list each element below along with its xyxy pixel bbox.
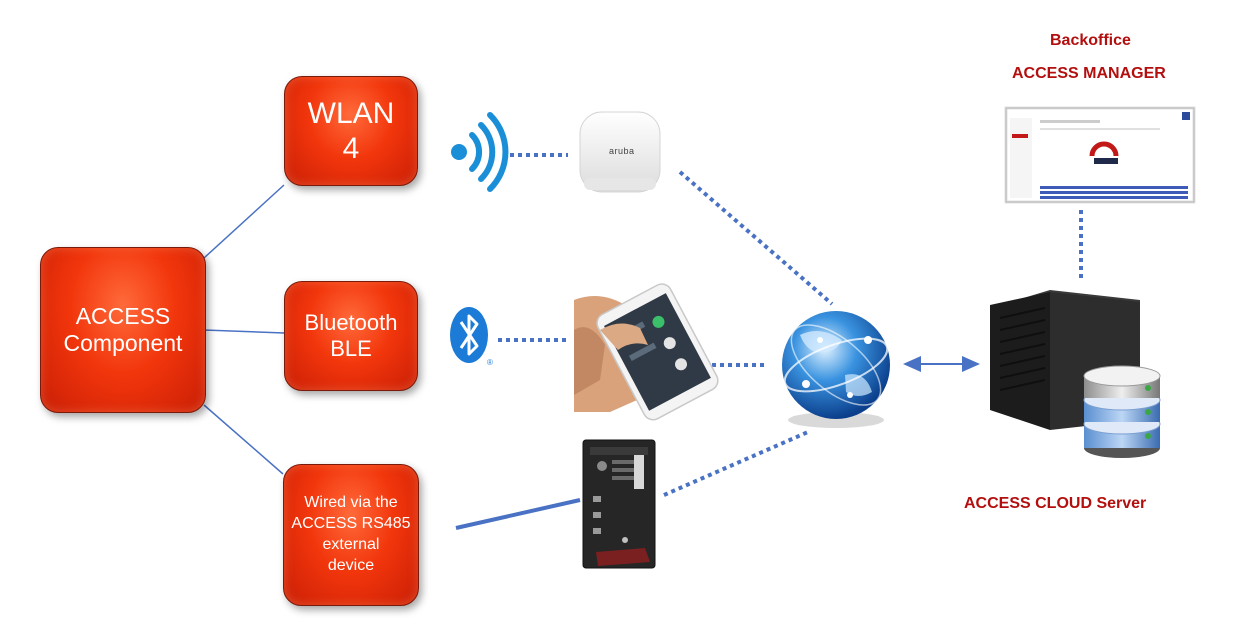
wired-box: Wired via the ACCESS RS485 external devi…: [283, 464, 419, 606]
link-wired-gateway: [455, 498, 581, 530]
link-ap-globe: [678, 170, 834, 306]
backoffice-title: Backoffice: [1050, 32, 1131, 49]
globe-icon: [782, 311, 890, 428]
dashboard-screenshot-icon: [1004, 106, 1196, 204]
link-gateway-globe: [663, 430, 809, 497]
bluetooth-trademark: ®: [487, 358, 493, 367]
bluetooth-icon: [450, 307, 488, 363]
access-point-icon: [579, 111, 661, 193]
wlan-box: WLAN 4: [284, 76, 418, 186]
access-manager-title: ACCESS MANAGER: [1012, 65, 1166, 82]
gateway-device-icon: [582, 439, 656, 569]
connector-access-bluetooth: [203, 329, 285, 334]
connector-access-wired: [203, 404, 284, 475]
cloud-server-label: ACCESS CLOUD Server: [964, 495, 1147, 512]
access-point-brand: aruba: [609, 146, 635, 156]
wifi-signal-icon: [451, 112, 509, 192]
smartphone-icon: [574, 283, 719, 421]
connector-access-wlan: [203, 184, 285, 259]
bluetooth-box: Bluetooth BLE: [284, 281, 418, 391]
database-icon: [1083, 365, 1161, 458]
access-component-box: ACCESS Component: [40, 247, 206, 413]
